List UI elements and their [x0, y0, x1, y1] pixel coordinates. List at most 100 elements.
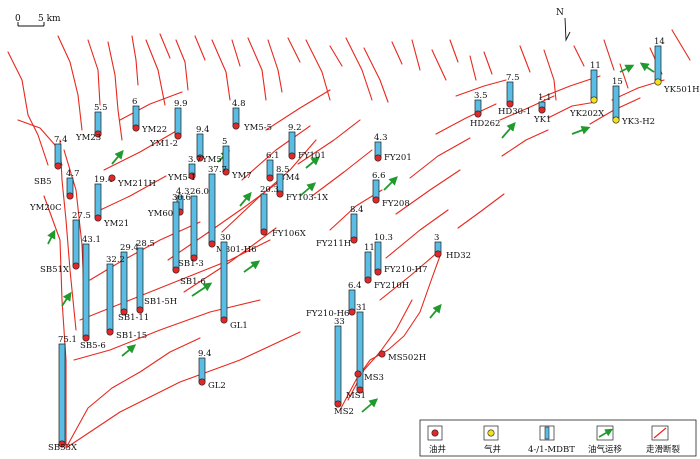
gas-well-icon: [590, 96, 598, 104]
mdbt-bar: [136, 247, 144, 311]
mdbt-value: 31: [356, 303, 367, 313]
fault-trace: [107, 41, 123, 141]
migration-arrow: [47, 229, 56, 245]
fault-trace: [65, 331, 301, 449]
oil-well-icon: [172, 266, 180, 274]
gas-well-icon: [487, 429, 495, 437]
fault-trace: [305, 39, 331, 101]
mdbt-value: 3: [434, 233, 439, 243]
mdbt-value: 5.5: [94, 103, 108, 113]
fault-trace: [603, 39, 615, 71]
legend-item-migration: 油气运移: [588, 425, 623, 455]
well-ym211h: YM211H: [108, 174, 156, 189]
well-label: FY210-H6: [306, 309, 349, 319]
mdbt-value: 3.5: [474, 91, 488, 101]
legend-item-oil-well: 油井: [427, 425, 446, 455]
mdbt-bar: [334, 325, 342, 405]
mdbt-value: 14: [654, 37, 665, 47]
mdbt-value: 30.6: [172, 193, 191, 203]
oil-well-icon: [190, 254, 198, 262]
oil-well-icon: [372, 196, 380, 204]
oil-well-icon: [188, 172, 196, 180]
legend-frame: [419, 419, 697, 457]
migration-arrow: [243, 260, 261, 273]
fault-trace: [539, 75, 601, 99]
mdbt-bar: [208, 173, 216, 245]
fault-trace: [145, 39, 166, 106]
fault-trace: [329, 45, 343, 67]
legend-item-mdbt: 4-/1-MDBT: [528, 425, 575, 455]
mdbt-value: 9.9: [174, 99, 188, 109]
migration-arrow: [121, 344, 137, 357]
fault-trace: [455, 79, 507, 97]
well-label: FY210-H7: [384, 265, 427, 275]
migration-arrow: [501, 121, 516, 139]
fault-trace: [231, 39, 241, 67]
mdbt-value: 7.5: [506, 73, 520, 83]
well-label: MS502H: [388, 353, 426, 363]
mdbt-bar: [590, 69, 598, 101]
mdbt-value: 5: [222, 137, 227, 147]
fault-trace: [619, 63, 629, 89]
oil-well-icon: [354, 370, 362, 378]
oil-well-icon: [374, 268, 382, 276]
oil-well-icon: [431, 429, 439, 437]
fault-trace: [287, 37, 301, 63]
mdbt-value: 32.2: [106, 255, 125, 265]
mdbt-value: 20.3: [260, 185, 279, 195]
oil-well-icon: [174, 132, 182, 140]
fault-trace: [395, 169, 461, 215]
well-label: SB5-6: [80, 341, 106, 351]
well-layer: 7.4SB54.7YM20C27.5SB51X43.1SB5-675.1SB53…: [29, 37, 700, 453]
well-label: SB1-11: [118, 313, 149, 323]
well-label: SB5: [34, 177, 51, 187]
well-label: YM5-5: [243, 123, 272, 133]
well-label: MS1: [346, 391, 366, 401]
well-label: SB1-6: [180, 277, 206, 287]
well-label: FY201: [384, 153, 412, 163]
well-label: M801-H6: [216, 245, 257, 255]
mdbt-value: 4.3: [176, 187, 190, 197]
mdbt-bar: [654, 45, 662, 83]
mdbt-value: 9.4: [198, 349, 212, 359]
oil-well-icon: [94, 130, 102, 138]
oil-well-icon: [198, 378, 206, 386]
well-label: HD262: [470, 119, 500, 129]
mdbt-bar-icon: [544, 426, 550, 440]
mdbt-value: 8.5: [276, 165, 290, 175]
well-label: SB53X: [48, 443, 78, 453]
mdbt-bar: [612, 85, 620, 121]
scale-bar: 0 5 km: [15, 14, 61, 27]
fault-trace: [499, 95, 555, 121]
mdbt-bar: [374, 241, 382, 273]
fault-trace: [267, 39, 283, 93]
migration-arrow: [191, 282, 213, 297]
oil-well-icon: [232, 122, 240, 130]
oil-well-icon: [374, 154, 382, 162]
oil-well-icon: [220, 316, 228, 324]
well-label: GL1: [230, 321, 248, 331]
legend-label-migration: 油气运移: [588, 444, 623, 455]
migration-arrow: [239, 191, 252, 207]
migration-arrow-icon: [598, 428, 614, 438]
fault-trace: [519, 45, 531, 73]
fault-trace: [103, 129, 179, 171]
